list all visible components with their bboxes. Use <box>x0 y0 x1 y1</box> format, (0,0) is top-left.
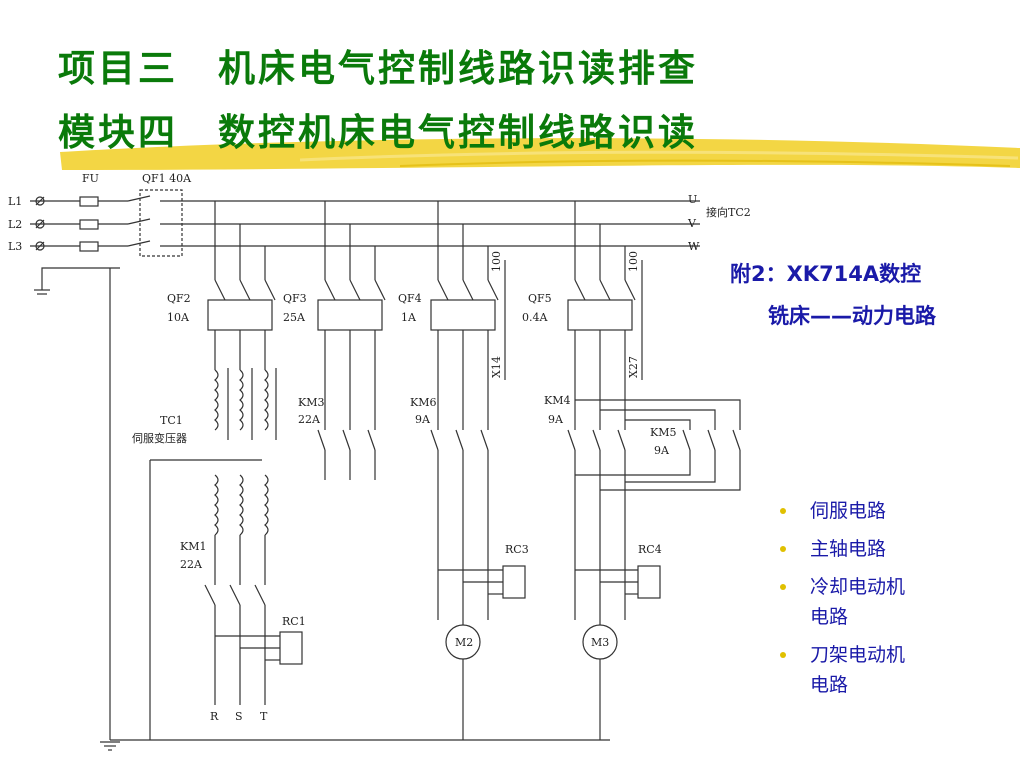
wire-x14-label: X14 <box>490 356 503 378</box>
bullet-dot-icon <box>780 508 786 514</box>
bullet-dot-icon <box>780 584 786 590</box>
bullet-list: 伺服电路 主轴电路 冷却电动机 电路 刀架电动机 电路 <box>780 496 970 708</box>
output-s-label: S <box>235 710 243 723</box>
phase-l1-label: L1 <box>8 195 22 208</box>
qf2-name: QF2 <box>167 292 191 305</box>
qf1-label: QF1 40A <box>142 172 192 185</box>
bullet-dot-icon <box>780 546 786 552</box>
qf4-rating: 1A <box>401 311 417 324</box>
wire-x27-label: X27 <box>627 356 640 378</box>
bullet-item: 刀架电动机 电路 <box>780 640 970 700</box>
qf5-name: QF5 <box>528 292 552 305</box>
tc1-desc: 伺服变压器 <box>132 431 187 445</box>
output-r-label: R <box>210 710 219 723</box>
bullet-text-cont: 电路 <box>810 606 849 628</box>
bus-v-label: V <box>687 217 697 230</box>
bullet-item: 冷却电动机 电路 <box>780 572 970 632</box>
rc3-label: RC3 <box>505 543 529 556</box>
qf5-rating: 0.4A <box>522 311 548 324</box>
motor-m3-label: M3 <box>591 636 609 649</box>
tc1-name: TC1 <box>160 414 183 427</box>
annotation-line1: 附2：XK714A数控 <box>730 262 922 286</box>
bullet-item: 主轴电路 <box>780 534 970 564</box>
bullet-text: 主轴电路 <box>810 538 887 560</box>
aux-contact-100-b: 100 <box>627 251 640 272</box>
bullet-text: 伺服电路 <box>810 500 887 522</box>
km5-name: KM5 <box>650 426 676 439</box>
km5-rating: 9A <box>654 444 670 457</box>
bus-u-label: U <box>688 193 697 206</box>
qf2-rating: 10A <box>167 311 190 324</box>
phase-l3-label: L3 <box>8 240 22 253</box>
bus-w-label: W <box>688 240 700 253</box>
km3-rating: 22A <box>298 413 321 426</box>
km6-name: KM6 <box>410 396 436 409</box>
qf3-rating: 25A <box>283 311 306 324</box>
rc1-label: RC1 <box>282 615 306 628</box>
km3-name: KM3 <box>298 396 324 409</box>
rc4-label: RC4 <box>638 543 662 556</box>
km4-rating: 9A <box>548 413 564 426</box>
bullet-text: 冷却电动机 <box>810 576 906 598</box>
slide-title-line2: 模块四 数控机床电气控制线路识读 <box>58 110 698 154</box>
qf3-name: QF3 <box>283 292 307 305</box>
bullet-dot-icon <box>780 652 786 658</box>
aux-contact-100-a: 100 <box>490 251 503 272</box>
km1-name: KM1 <box>180 540 206 553</box>
slide-title-line1: 项目三 机床电气控制线路识读排查 <box>58 46 698 90</box>
output-t-label: T <box>260 710 268 723</box>
bullet-text-cont: 电路 <box>810 674 849 696</box>
to-tc2-label: 接向TC2 <box>706 205 751 219</box>
qf4-name: QF4 <box>398 292 422 305</box>
km4-name: KM4 <box>544 394 570 407</box>
km1-rating: 22A <box>180 558 203 571</box>
phase-l2-label: L2 <box>8 218 22 231</box>
fuse-label: FU <box>82 172 99 185</box>
brush-stroke-decoration <box>60 138 1020 170</box>
km6-rating: 9A <box>415 413 431 426</box>
annotation-line2: 铣床——动力电路 <box>768 304 936 328</box>
motor-m2-label: M2 <box>455 636 473 649</box>
bullet-item: 伺服电路 <box>780 496 970 526</box>
bullet-text: 刀架电动机 <box>810 644 906 666</box>
